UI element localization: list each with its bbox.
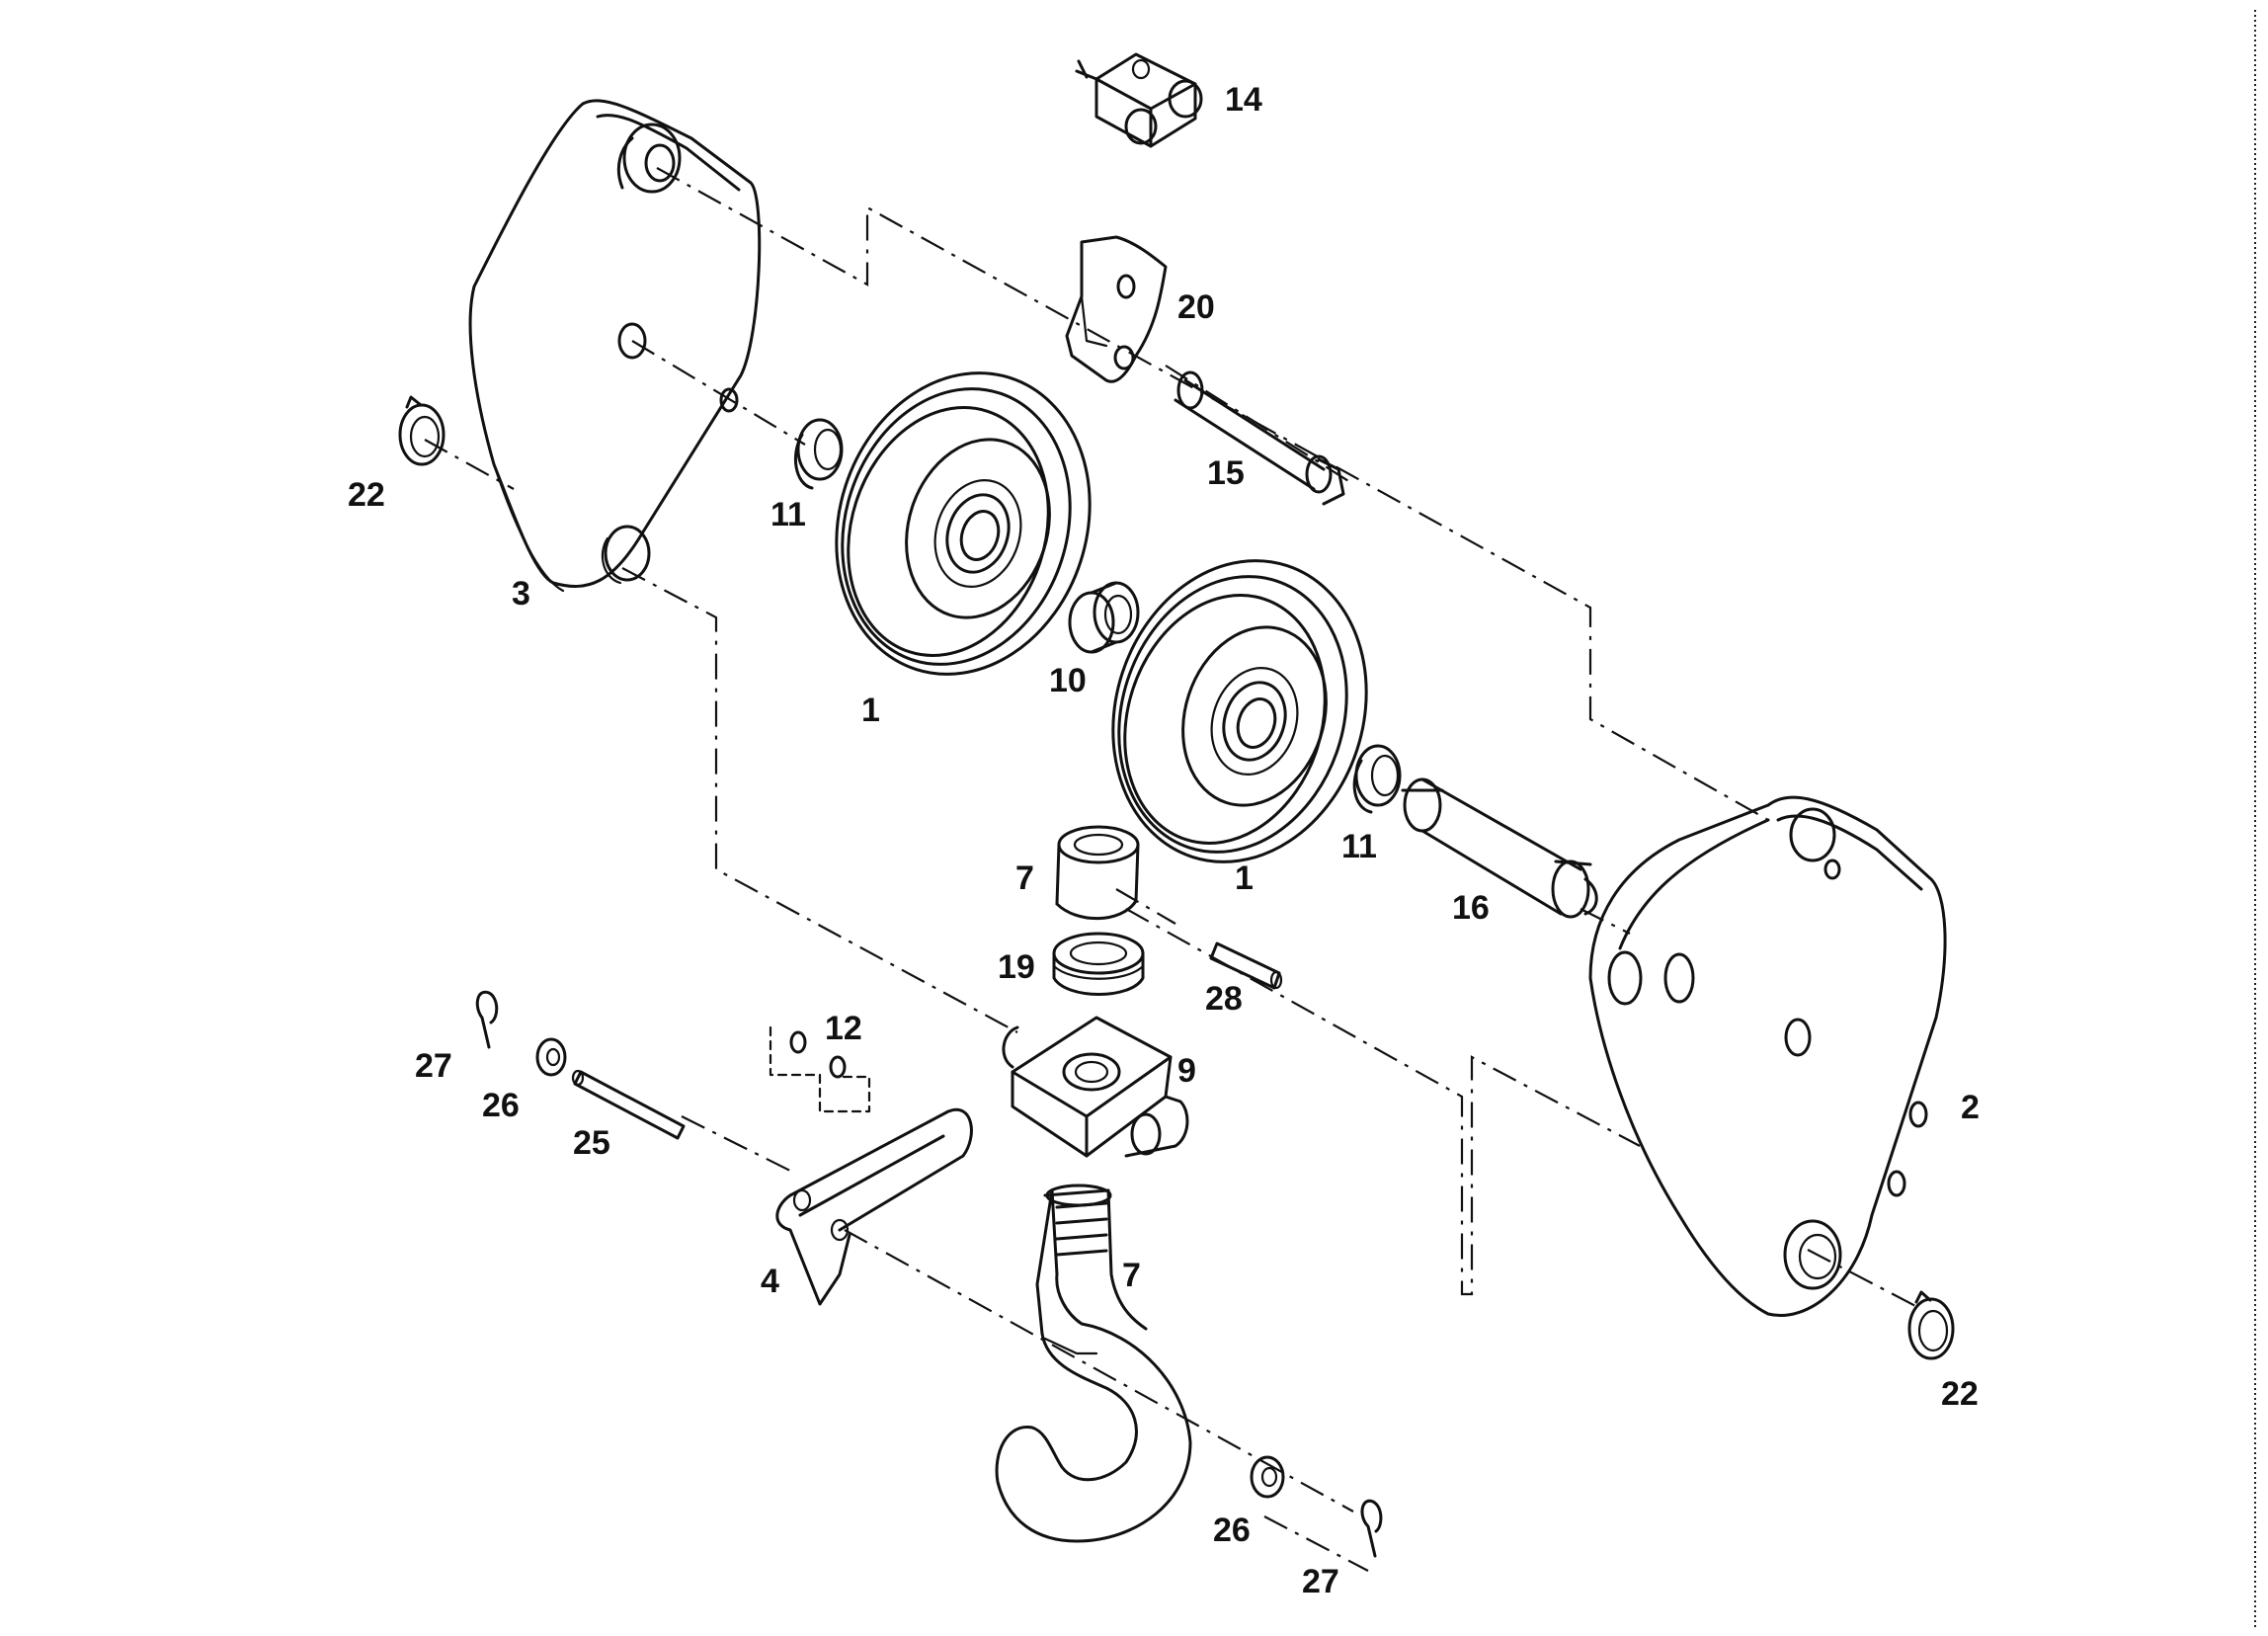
callout-16: 16 <box>1452 889 1490 927</box>
cotter-pin-27-right <box>1360 1499 1383 1558</box>
bushing-left <box>793 418 844 490</box>
callout-19: 19 <box>998 948 1035 986</box>
callout-28: 28 <box>1205 980 1243 1018</box>
callout-27-right: 27 <box>1302 1563 1339 1600</box>
callout-22-right: 22 <box>1941 1375 1979 1413</box>
callout-27-left: 27 <box>415 1047 452 1085</box>
hook-nut-7 <box>1055 825 1140 921</box>
callout-1-upper: 1 <box>861 692 880 729</box>
callout-11-right: 11 <box>1341 828 1377 865</box>
sheave-upper <box>835 371 1092 676</box>
thrust-bearing-19 <box>1052 932 1145 996</box>
callout-7-nut: 7 <box>1015 859 1034 897</box>
stripper-20 <box>1065 235 1168 383</box>
pin-25 <box>571 1069 686 1140</box>
callout-12: 12 <box>825 1010 862 1047</box>
callout-9: 9 <box>1177 1052 1196 1090</box>
callout-1-lower: 1 <box>1235 859 1254 897</box>
right-side-plate <box>1588 795 1947 1317</box>
spacer-bolt-15 <box>1174 370 1345 506</box>
axle-16 <box>1401 777 1598 919</box>
callout-20: 20 <box>1177 288 1215 326</box>
washer-26-left <box>535 1037 567 1077</box>
bushing-right <box>1352 744 1402 814</box>
callout-26-left: 26 <box>482 1087 520 1124</box>
callout-26-right: 26 <box>1213 1512 1251 1549</box>
callout-3: 3 <box>512 575 530 613</box>
callout-labels: 14 20 15 22 11 3 10 1 1 11 16 7 19 28 12… <box>348 81 1980 1600</box>
washer-26-right <box>1250 1455 1285 1499</box>
crosshead-9 <box>1002 1016 1189 1158</box>
callout-10: 10 <box>1049 662 1087 699</box>
callout-25: 25 <box>573 1124 610 1162</box>
sheave-lower <box>1111 559 1368 863</box>
callout-4: 4 <box>761 1263 779 1300</box>
cotter-pin-27-left <box>475 990 499 1049</box>
retaining-ring-right <box>1907 1290 1955 1360</box>
spacer-10 <box>1068 581 1140 654</box>
callout-7-hook: 7 <box>1122 1257 1141 1294</box>
springs-12 <box>769 1025 871 1113</box>
callout-14: 14 <box>1225 81 1262 119</box>
chain-guide-14 <box>1075 52 1203 148</box>
callout-22-left: 22 <box>348 476 385 514</box>
callout-15: 15 <box>1207 454 1245 492</box>
callout-2: 2 <box>1961 1089 1980 1126</box>
callout-11-left: 11 <box>770 496 806 533</box>
safety-latch-4 <box>775 1107 973 1306</box>
retaining-ring-left <box>398 395 446 466</box>
pin-28 <box>1209 941 1283 990</box>
hook-7 <box>995 1184 1192 1543</box>
assembly-axes <box>424 167 1922 1572</box>
left-side-plate <box>468 99 762 593</box>
